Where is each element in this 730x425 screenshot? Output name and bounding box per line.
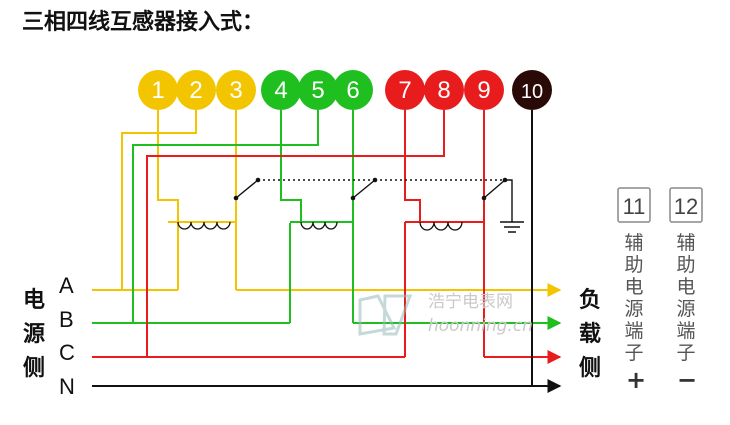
- phase-label-b: B: [59, 307, 74, 332]
- phase-label-a: A: [59, 273, 74, 298]
- watermark-url: hoonning.cn: [428, 316, 533, 336]
- phase-label-c: C: [59, 340, 75, 365]
- terminal-6-label: 6: [346, 77, 359, 104]
- terminal-1-circle: [138, 70, 178, 110]
- terminal-3-circle: [216, 70, 256, 110]
- aux12-label-char-3: 源: [676, 298, 696, 320]
- load-label-char-0: 负: [578, 288, 601, 313]
- aux-terminal-12: 12: [674, 194, 698, 219]
- aux11-label-char-3: 源: [624, 298, 644, 320]
- terminal-9-circle: [464, 70, 504, 110]
- wire-terminal-8: [146, 110, 445, 357]
- source-label-char-1: 源: [22, 322, 45, 347]
- load-label-char-1: 载: [578, 322, 601, 347]
- aux-terminal-boxes: [617, 187, 703, 223]
- wire-terminal-2: [121, 110, 197, 290]
- aux11-label-char-5: 子: [624, 342, 644, 364]
- aux12-label-char-2: 电: [676, 276, 696, 298]
- wire-terminal-4: [280, 110, 302, 223]
- source-label-char-2: 侧: [22, 356, 45, 381]
- aux-terminal-11-label: 辅助电源端子: [622, 232, 646, 364]
- aux-plus-sign: +: [626, 366, 647, 394]
- terminal-7-circle: [385, 70, 425, 110]
- terminal-6-circle: [333, 70, 373, 110]
- terminal-10-circle: [512, 70, 552, 110]
- wire-terminal-7: [404, 110, 421, 222]
- aux12-label-char-0: 辅: [676, 232, 696, 254]
- source-label-char-0: 电: [22, 288, 45, 313]
- diagram-title: 三相四线互感器接入式：: [22, 10, 265, 35]
- terminal-7-label: 7: [398, 77, 411, 104]
- aux-terminal-11: 11: [623, 194, 646, 219]
- phase-label-n: N: [59, 374, 75, 399]
- aux-terminal-12-label: 辅助电源端子: [674, 232, 698, 364]
- terminal-2-circle: [176, 70, 216, 110]
- wire-terminal-5: [132, 110, 319, 323]
- terminal-3-label: 3: [229, 77, 242, 104]
- aux11-label-char-4: 端: [624, 320, 644, 342]
- watermark-logo: [358, 294, 413, 336]
- terminal-4-circle: [261, 70, 301, 110]
- aux12-label-char-4: 端: [676, 320, 696, 342]
- terminal-5-label: 5: [311, 77, 324, 104]
- aux11-label-char-1: 助: [624, 254, 644, 276]
- terminal-1-label: 1: [151, 77, 164, 104]
- ground-wire: [505, 179, 513, 222]
- terminal-10-label: 10: [521, 81, 543, 103]
- aux12-label-char-5: 子: [676, 342, 696, 364]
- aux11-label-char-0: 辅: [624, 232, 644, 254]
- switch-c: [483, 179, 506, 199]
- aux11-label-char-2: 电: [624, 276, 644, 298]
- source-side-label: 电源侧: [22, 284, 46, 386]
- aux-minus-sign: −: [677, 366, 698, 394]
- load-label-char-2: 侧: [578, 356, 601, 381]
- switch-a: [235, 179, 259, 199]
- terminal-8-circle: [424, 70, 464, 110]
- ct-b-coil: [300, 221, 338, 230]
- terminal-2-label: 2: [189, 77, 202, 104]
- ct-a-coil: [177, 221, 231, 230]
- terminal-9-label: 9: [477, 77, 490, 104]
- switch-b: [352, 179, 376, 199]
- terminal-8-label: 8: [437, 77, 450, 104]
- ct-c-coil: [419, 221, 463, 231]
- load-side-label: 负载侧: [578, 284, 602, 386]
- ground-symbol: [500, 221, 524, 233]
- wire-terminal-1: [157, 110, 179, 290]
- terminal-5-circle: [298, 70, 338, 110]
- aux12-label-char-1: 助: [676, 254, 696, 276]
- watermark-brand: 浩宁电表网: [428, 292, 513, 312]
- terminal-4-label: 4: [274, 77, 287, 104]
